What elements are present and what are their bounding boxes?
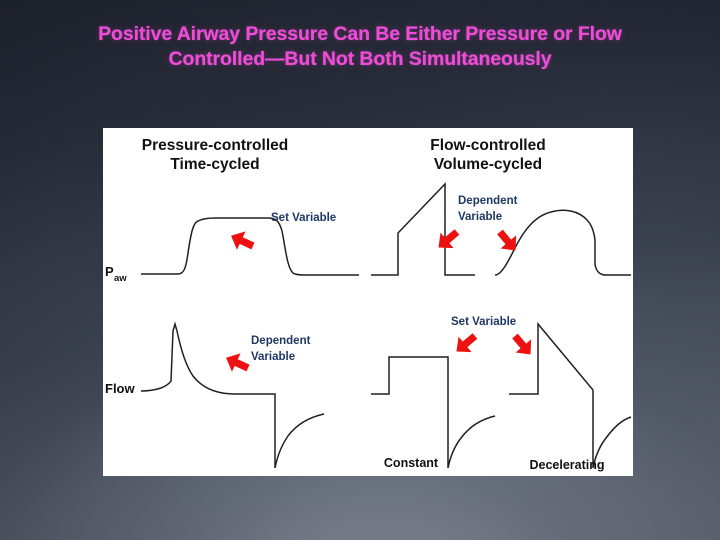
arrow-bottom-right-right (512, 333, 532, 355)
waveform-flow-constant (371, 356, 496, 469)
waveform-paw-pressure-controlled (141, 217, 359, 276)
annotation-bottom-left-line2: Variable (251, 351, 295, 363)
footer-label-decelerating: Decelerating (529, 458, 604, 472)
waveform-flow-decelerating (509, 321, 632, 469)
arrow-top-right-left (438, 229, 460, 249)
annotation-top-left-set-variable: Set Variable (271, 212, 336, 224)
flow-axis-label: Flow (105, 381, 135, 396)
annotation-bottom-right-set-variable: Set Variable (451, 316, 516, 328)
header-right-line1: Flow-controlled (430, 137, 545, 154)
annotation-top-right-line1: Dependent (458, 195, 518, 207)
arrow-bottom-left (226, 353, 250, 372)
paw-axis-label-subscript: aw (114, 273, 127, 284)
waveform-flow-pressure-controlled (140, 321, 325, 469)
annotation-top-right-line2: Variable (458, 211, 502, 223)
paw-axis-label: P aw (105, 264, 127, 284)
arrow-top-left (231, 231, 255, 250)
slide-title: Positive Airway Pressure Can Be Either P… (98, 23, 622, 70)
header-left-line2: Time-cycled (170, 156, 259, 173)
arrow-top-right-right (497, 229, 517, 251)
annotation-bottom-left-line1: Dependent (251, 335, 311, 347)
waveform-figure: Pressure-controlled Time-cycled Flow-con… (105, 137, 632, 472)
header-left-line1: Pressure-controlled (142, 137, 288, 154)
waveform-paw-constant-flow (371, 182, 475, 276)
figure-panel: Pressure-controlled Time-cycled Flow-con… (103, 128, 633, 476)
footer-label-constant: Constant (384, 456, 439, 470)
paw-axis-label-main: P (105, 264, 114, 279)
arrow-bottom-right-left (456, 333, 478, 353)
header-right-line2: Volume-cycled (434, 156, 542, 173)
